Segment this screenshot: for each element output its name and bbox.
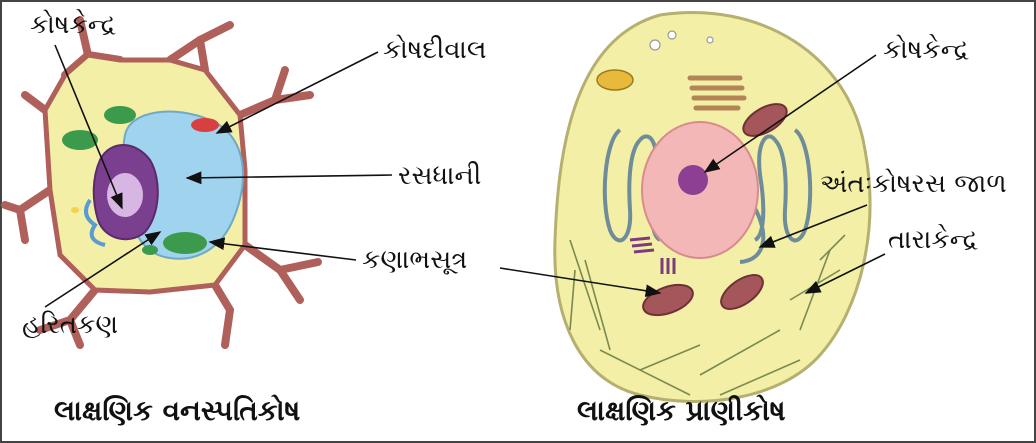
plant-nucleolus <box>107 173 143 217</box>
label-plant-cell-wall: કોષદીવાલ <box>383 35 487 65</box>
animal-cell <box>555 13 870 402</box>
arrow-plant-cell-wall <box>217 52 378 133</box>
plant-cell-title: લાક્ષણિક વનસ્પતિકોષ <box>54 394 301 427</box>
label-plant-vacuole: રસધાની <box>398 161 481 191</box>
label-animal-nucleus: કોષકેન્દ્ર <box>883 35 969 65</box>
animal-vesicle <box>707 37 713 43</box>
label-animal-centrosome: તારાકેન્દ્ર <box>888 225 978 255</box>
label-mitochondria: કણાભસૂત્ર <box>362 245 467 275</box>
animal-lysosome <box>597 70 633 90</box>
animal-nucleolus <box>678 165 708 195</box>
plant-chloroplast <box>104 106 136 124</box>
plant-chloroplast <box>62 130 98 150</box>
plant-chloroplast <box>142 245 158 255</box>
label-plant-chloroplast: હરિતકણ <box>22 310 118 340</box>
animal-cell-title: લાક્ષણિક પ્રાણીકોષ <box>577 394 786 427</box>
plant-chloroplast <box>163 232 207 254</box>
animal-vesicle <box>668 31 676 39</box>
label-animal-er: અંતઃકોષરસ જાળ <box>820 169 1007 199</box>
plant-mitochondrion <box>191 118 219 132</box>
plant-granule <box>71 207 79 213</box>
animal-vesicle <box>650 40 660 50</box>
label-plant-nucleus: કોષકેન્દ્ર <box>30 10 116 40</box>
plant-cell <box>5 20 318 345</box>
